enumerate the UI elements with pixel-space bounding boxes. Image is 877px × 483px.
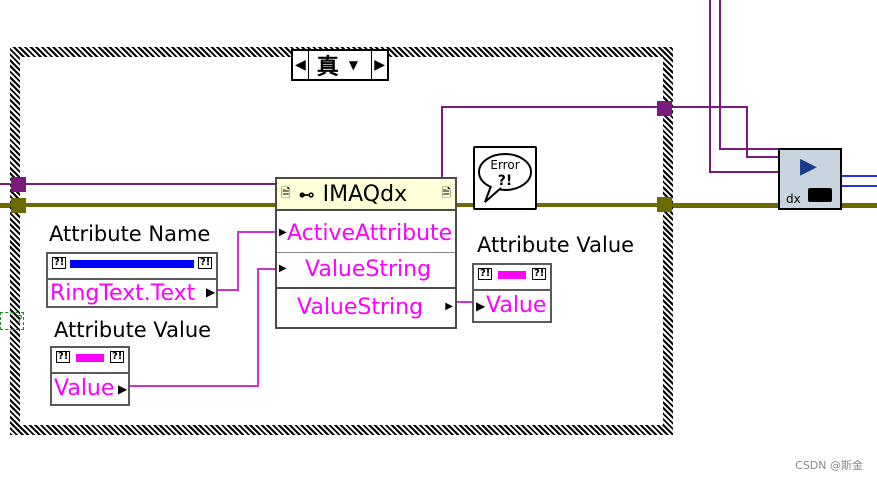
wire-top-horizontal (709, 171, 779, 173)
imaqdx-property-node[interactable]: 🗎 ⊷ IMAQdx 🗎 ▶ ActiveAttribute ▶ ValueSt… (275, 177, 457, 329)
wire-name-h2 (237, 231, 277, 233)
subvi-label: dx (786, 192, 801, 206)
doc-out-icon: 🗎 (441, 185, 451, 200)
increment-arrow-icon[interactable]: ▶ (371, 51, 387, 79)
ind-right-icon: ?! (532, 268, 547, 280)
error-icon[interactable]: Error ?! (473, 146, 537, 210)
wire-right-2 (668, 106, 748, 108)
wire-top-vertical-2 (719, 0, 721, 150)
wire-blue-out-1 (842, 175, 877, 177)
ring-right-icon: ?! (198, 257, 213, 269)
svg-text:?!: ?! (498, 173, 513, 189)
case-selector-value: 真 (316, 55, 339, 80)
attr-value-control[interactable]: ?! ?! Value ▶ (50, 346, 130, 406)
error-text: Error (490, 158, 519, 172)
credit-text: CSDN @斯金 (795, 459, 863, 472)
boolean-tunnel: ? (0, 312, 24, 330)
wire-right-3 (746, 106, 748, 158)
attr-value-indicator[interactable]: ?! ?! ▶ Value (472, 263, 552, 323)
wire-err-up (441, 106, 443, 180)
attr-value-label: Attribute Value (54, 318, 212, 342)
indicator-value: Value (486, 293, 547, 318)
decrement-arrow-icon[interactable]: ◀ (293, 51, 309, 79)
node-output[interactable]: ValueString ▶ (297, 295, 453, 320)
chevron-down-icon[interactable]: ▼ (348, 58, 359, 72)
attr-name-value: RingText.Text (50, 281, 196, 306)
wire-top-vertical-1 (709, 0, 711, 173)
wire-err-top (441, 106, 666, 108)
doc-icon: 🗎 (281, 185, 291, 200)
wire-value-vert (257, 268, 259, 387)
ring-blue-bar (70, 260, 194, 268)
node-input-1[interactable]: ▶ ValueString (277, 255, 455, 289)
tunnel-purple-right (657, 101, 672, 116)
subvi-icon[interactable]: ▶ dx (778, 148, 842, 210)
wire-value-h (128, 385, 258, 387)
output-arrow-icon: ▶ (118, 382, 128, 396)
wire-name-to-node (218, 289, 238, 291)
value-pink-bar (76, 354, 104, 362)
wire-out (457, 301, 473, 303)
node-header: 🗎 ⊷ IMAQdx 🗎 (277, 179, 455, 211)
wire-name-vert (237, 231, 239, 291)
play-icon: ▶ (800, 154, 817, 179)
camera-icon (808, 188, 832, 202)
wire-blue-out-2 (842, 185, 877, 187)
tunnel-purple-left (11, 177, 26, 192)
wire-right-1 (719, 148, 779, 150)
attr-name-ring[interactable]: ?! ?! RingText.Text ▶ (46, 252, 218, 308)
wire-right-4 (746, 156, 779, 158)
wire-value-h2 (257, 268, 277, 270)
output-arrow-icon: ▶ (206, 285, 216, 299)
attr-name-value-box[interactable]: RingText.Text ▶ (48, 278, 216, 306)
wire-purple-inner (20, 183, 276, 185)
tunnel-olive-right (657, 197, 672, 212)
tunnel-olive-left (11, 198, 26, 213)
indicator-label: Attribute Value (477, 233, 635, 257)
node-title: IMAQdx (322, 181, 408, 207)
attr-name-label: Attribute Name (49, 222, 211, 246)
key-icon: ⊷ (298, 184, 315, 204)
case-selector[interactable]: ◀ 真 ▼ ▶ (291, 49, 389, 81)
ring-left-icon: ?! (52, 257, 67, 269)
ind-pink-bar (498, 271, 526, 279)
attr-value-value: Value (54, 376, 115, 401)
ind-left-icon: ?! (478, 268, 493, 280)
input-arrow-icon: ▶ (476, 299, 486, 313)
value-left-icon: ?! (56, 351, 71, 363)
node-input-0[interactable]: ▶ ActiveAttribute (277, 219, 455, 253)
speech-bubble-icon: Error ?! (478, 153, 532, 203)
value-right-icon: ?! (110, 351, 125, 363)
